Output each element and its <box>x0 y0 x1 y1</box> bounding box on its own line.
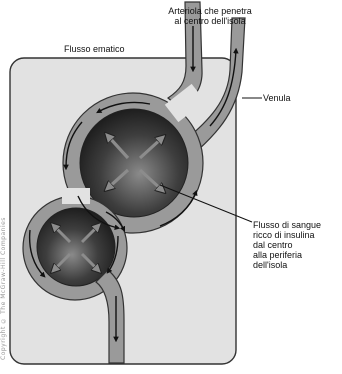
flusso-ematico-label: Flusso ematico <box>64 44 125 54</box>
flusso-sangue-label: Flusso di sangue ricco di insulina dal c… <box>253 220 341 270</box>
arteriola-label: Arteriola che penetra al centro dell'iso… <box>140 6 280 26</box>
lower-ring-gap <box>62 188 90 204</box>
copyright-side-text: Copyright © The McGraw-Hill Companies <box>0 120 8 360</box>
venula-label: Venula <box>263 93 291 103</box>
